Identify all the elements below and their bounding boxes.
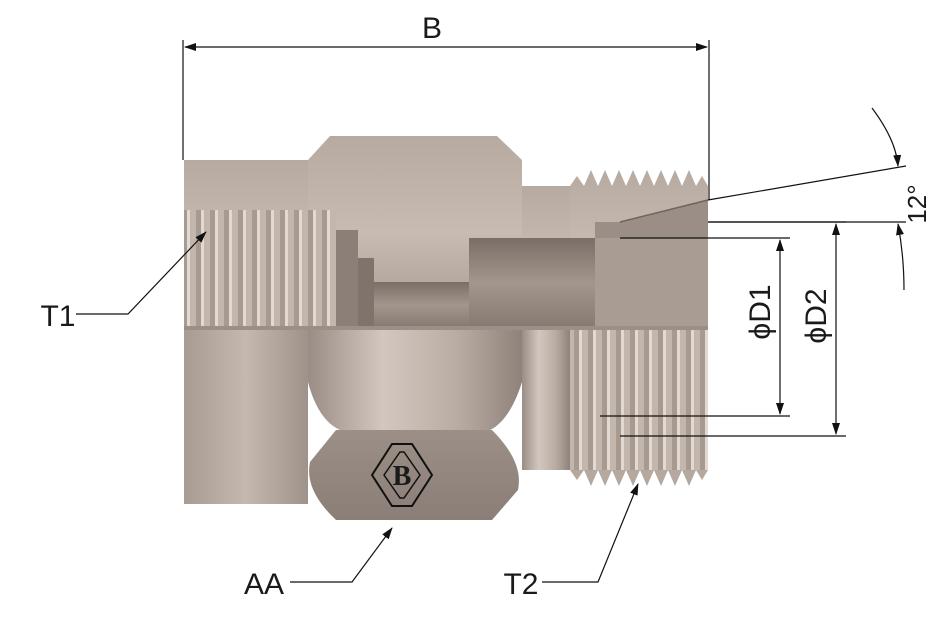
neck-lower	[522, 328, 570, 470]
label-angle: 12°	[902, 184, 932, 223]
cone-bore-d1	[595, 238, 708, 328]
bore-right	[469, 238, 595, 328]
logo-letter: B	[393, 461, 412, 492]
external-thread-t2	[570, 328, 708, 470]
hex-face	[309, 430, 519, 520]
leader-aa	[290, 527, 393, 583]
bore-step-1	[336, 230, 358, 328]
brand-logo: B	[370, 443, 434, 507]
leader-t2	[542, 483, 639, 583]
label-t1: T1	[40, 300, 75, 333]
bore-step-2	[358, 258, 374, 328]
hex-lower	[308, 328, 522, 430]
label-d1: ϕD1	[744, 284, 777, 339]
male-thread-lower-teeth	[570, 470, 708, 486]
section-cut	[184, 199, 709, 328]
bore-center	[374, 282, 469, 328]
outside-view	[184, 326, 708, 520]
angle-arc	[871, 107, 902, 167]
dimensions	[76, 40, 907, 583]
leader-t1	[76, 231, 207, 315]
female-sleeve-lower	[184, 328, 308, 504]
label-b: B	[422, 12, 442, 45]
label-d2: ϕD2	[800, 288, 833, 343]
label-t2: T2	[503, 568, 538, 601]
label-aa: AA	[244, 568, 284, 601]
internal-thread-t1	[184, 210, 336, 328]
